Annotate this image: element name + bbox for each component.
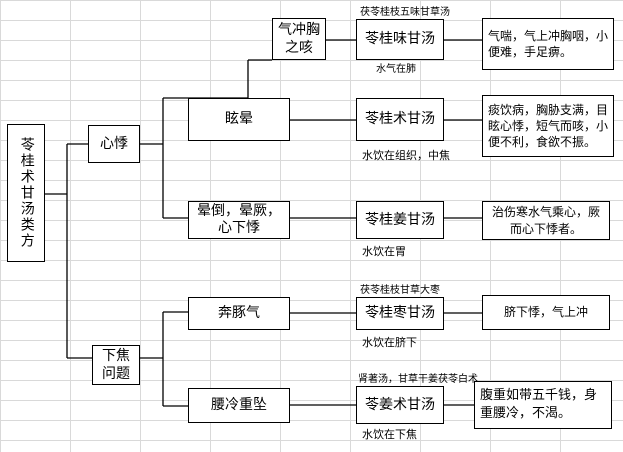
description-f1: 气喘，气上冲胸咽，小便难，手足痹。 xyxy=(482,18,614,70)
description-f4: 脐下悸，气上冲 xyxy=(482,295,610,330)
formula-f1-note-below: 水气在肺 xyxy=(376,64,416,75)
node-bentun: 奔豚气 xyxy=(188,297,290,330)
connector-xiajiao xyxy=(140,311,188,407)
formula-f4-note-above: 茯苓桂枝甘草大枣 xyxy=(360,285,440,296)
formula-f3: 苓桂姜甘汤 xyxy=(356,201,444,239)
node-yundao: 晕倒，晕厥，心下悸 xyxy=(188,201,290,239)
connector-root xyxy=(45,143,92,359)
formula-f2: 苓桂术甘汤 xyxy=(356,98,444,141)
formula-f3-note-below: 水饮在胃 xyxy=(362,245,406,258)
formula-f1: 苓桂味甘汤 xyxy=(356,19,444,60)
connector-xuanyun xyxy=(188,59,272,99)
node-xiajiao: 下焦问题 xyxy=(92,345,140,385)
description-f2: 痰饮病，胸胁支满，目眩心悸，短气而咳，小便不利，食欲不振。 xyxy=(482,95,614,157)
formula-f1-note-above: 茯苓桂枝五味甘草汤 xyxy=(360,7,450,18)
connector-xinji xyxy=(140,97,188,219)
formula-f5: 苓姜术甘汤 xyxy=(356,386,444,424)
formula-f4-note-below: 水饮在脐下 xyxy=(362,336,417,349)
node-yaoleng: 腰冷重坠 xyxy=(188,388,290,423)
formula-f5-note-below: 水饮在下焦 xyxy=(362,428,417,441)
formula-f4: 苓桂枣甘汤 xyxy=(356,297,444,330)
node-xinji: 心悸 xyxy=(88,125,140,163)
description-f3: 治伤寒水气乘心，厥而心下悸者。 xyxy=(482,201,610,240)
root-node: 苓桂术甘汤类方 xyxy=(7,124,45,262)
formula-f2-note-below: 水饮在组织，中焦 xyxy=(362,149,450,162)
node-xuanyun: 眩晕 xyxy=(188,98,290,141)
description-f5: 腹重如带五千钱，身重腰冷，不渴。 xyxy=(474,381,612,429)
formula-f5-note-above: 肾著汤，甘草干姜茯苓白术 xyxy=(358,374,478,385)
node-qichong: 气冲胸之咳 xyxy=(272,18,326,60)
